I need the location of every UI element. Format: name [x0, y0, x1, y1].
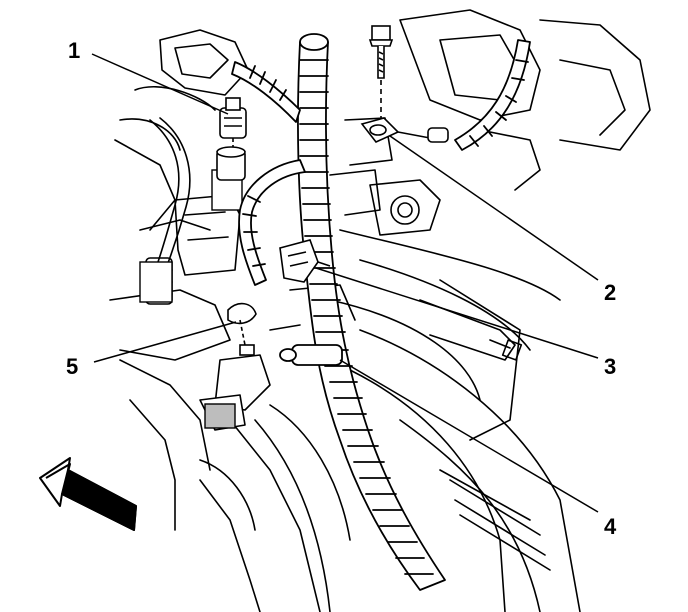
- wiring-harness-conduit: [231, 33, 531, 591]
- leader-line-2: [389, 135, 599, 281]
- shaded-blocks: [139, 169, 243, 429]
- callout-5: 5: [66, 354, 78, 379]
- harness-clip-5: [227, 302, 257, 356]
- callouts: 1 2 3 4 5: [66, 38, 617, 539]
- ground-bolt-2: [360, 25, 449, 143]
- leader-line-4: [339, 359, 599, 513]
- connectors: [216, 25, 449, 356]
- sensor-connector-1: [216, 97, 247, 181]
- leader-line-1: [91, 53, 229, 115]
- callout-1: 1: [68, 38, 80, 63]
- forward-arrow-icon: [39, 457, 137, 531]
- sensor-connector-3: [279, 239, 331, 283]
- callout-3: 3: [604, 354, 616, 379]
- callout-2: 2: [604, 280, 616, 305]
- callout-4: 4: [604, 514, 617, 539]
- leader-line-5: [93, 321, 237, 363]
- leader-lines: [91, 53, 599, 513]
- leader-line-3: [315, 267, 599, 359]
